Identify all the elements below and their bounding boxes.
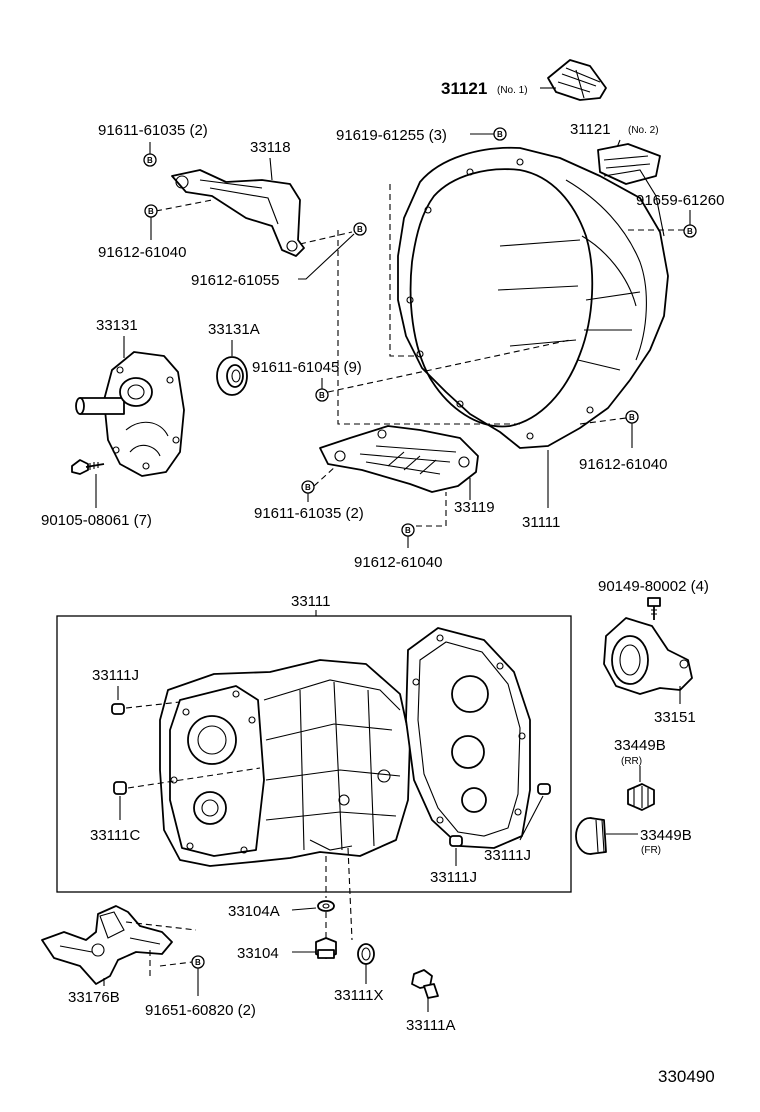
label-90149-80002: 90149-80002 (4) [598,578,709,595]
bolt-symbol-91651-60820: B [191,955,205,969]
part-33131-housing-drawing [75,351,185,477]
part-33111J-b-pin-drawing [537,783,551,795]
bolt-symbol-91612-61040-right: B [625,410,639,424]
bolt-symbol-91611-61035-top: B [143,153,157,167]
label-33131A: 33131A [208,321,260,338]
svg-text:B: B [147,156,153,165]
part-33119-bracket-drawing [319,425,479,493]
label-33111J-b: 33111J [484,847,531,864]
label-33449B-fr: 33449B [640,827,692,844]
svg-text:B: B [687,227,693,236]
label-33449B-fr-note: (FR) [641,845,661,856]
label-91612-61040-left: 91612-61040 [98,244,186,261]
bolt-symbol-91619-61255: B [493,127,507,141]
label-31121-no1-note: (No. 1) [497,85,528,96]
label-33118: 33118 [250,139,291,156]
label-33449B-rr-note: (RR) [621,756,642,767]
label-33449B-rr: 33449B [614,737,666,754]
part-33176B-bracket-drawing [41,905,173,985]
part-31121-no1-drawing [547,59,607,101]
label-31121-no1: 31121 [441,79,487,98]
label-33119: 33119 [454,499,495,516]
part-33111J-c-pin-drawing [449,835,463,847]
label-90105-08061: 90105-08061 (7) [41,512,152,529]
svg-text:B: B [319,391,325,400]
part-33111-transmission-case-drawing [159,659,411,867]
label-91611-61045: 91611-61045 (9) [252,359,362,376]
label-31111: 31111 [522,514,560,531]
svg-text:B: B [357,225,363,234]
label-33131: 33131 [96,317,138,334]
part-31121-no2-drawing [597,143,661,185]
diagram-number: 330490 [658,1067,715,1086]
label-33111J-a: 33111J [92,667,139,684]
part-33449B-fr-gear-drawing [575,817,607,855]
part-33111A-plug-drawing [411,969,439,999]
part-33111-adapter-plate-drawing [405,627,531,849]
part-33449B-rr-gear-drawing [627,783,655,811]
label-31121-no2-note: (No. 2) [628,125,659,136]
part-33118-bracket-drawing [171,169,305,257]
label-91612-61040-right: 91612-61040 [579,456,667,473]
label-33111C: 33111C [90,827,140,844]
label-91651-60820: 91651-60820 (2) [145,1002,256,1019]
part-33111J-a-pin-drawing [111,703,125,715]
svg-text:B: B [305,483,311,492]
label-91612-61055: 91612-61055 [191,272,279,289]
part-31111-bell-housing-drawing [397,146,669,449]
label-33104A: 33104A [228,903,280,920]
label-91611-61035-top: 91611-61035 (2) [98,122,208,139]
bolt-symbol-91612-61040-left: B [144,204,158,218]
label-33151: 33151 [654,709,696,726]
part-33111X-gasket-drawing [357,943,375,965]
label-91619-61255: 91619-61255 (3) [336,127,447,144]
bolt-symbol-91612-61040-mid: B [401,523,415,537]
bolt-symbol-91611-61035-mid: B [301,480,315,494]
svg-text:B: B [629,413,635,422]
label-33104: 33104 [237,945,279,962]
label-91611-61035-mid: 91611-61035 (2) [254,505,364,522]
part-33111C-plug-drawing [113,781,127,795]
part-33104A-washer-drawing [317,900,335,912]
svg-text:B: B [148,207,154,216]
label-91659-61260: 91659-61260 [636,192,724,209]
label-31121-no2: 31121 [570,121,611,138]
label-91612-61040-mid: 91612-61040 [354,554,442,571]
label-33111A: 33111A [406,1017,456,1034]
bolt-symbol-91611-61045: B [315,388,329,402]
svg-text:B: B [497,130,503,139]
part-33104-plug-drawing [315,937,337,959]
part-33151-retainer-drawing [603,617,693,695]
bolt-symbol-91659-61260: B [683,224,697,238]
part-90149-80002-bolt-drawing [647,597,661,620]
part-33131A-seal-drawing [216,356,248,396]
label-33111J-c: 33111J [430,869,477,886]
svg-text:B: B [405,526,411,535]
label-33111: 33111 [291,593,331,610]
label-33176B: 33176B [68,989,120,1006]
assembly-33111-box [56,615,572,893]
svg-text:B: B [195,958,201,967]
part-90105-08061-bolt-drawing [71,459,105,475]
label-33111X: 33111X [334,987,384,1004]
bolt-symbol-91612-61055: B [353,222,367,236]
